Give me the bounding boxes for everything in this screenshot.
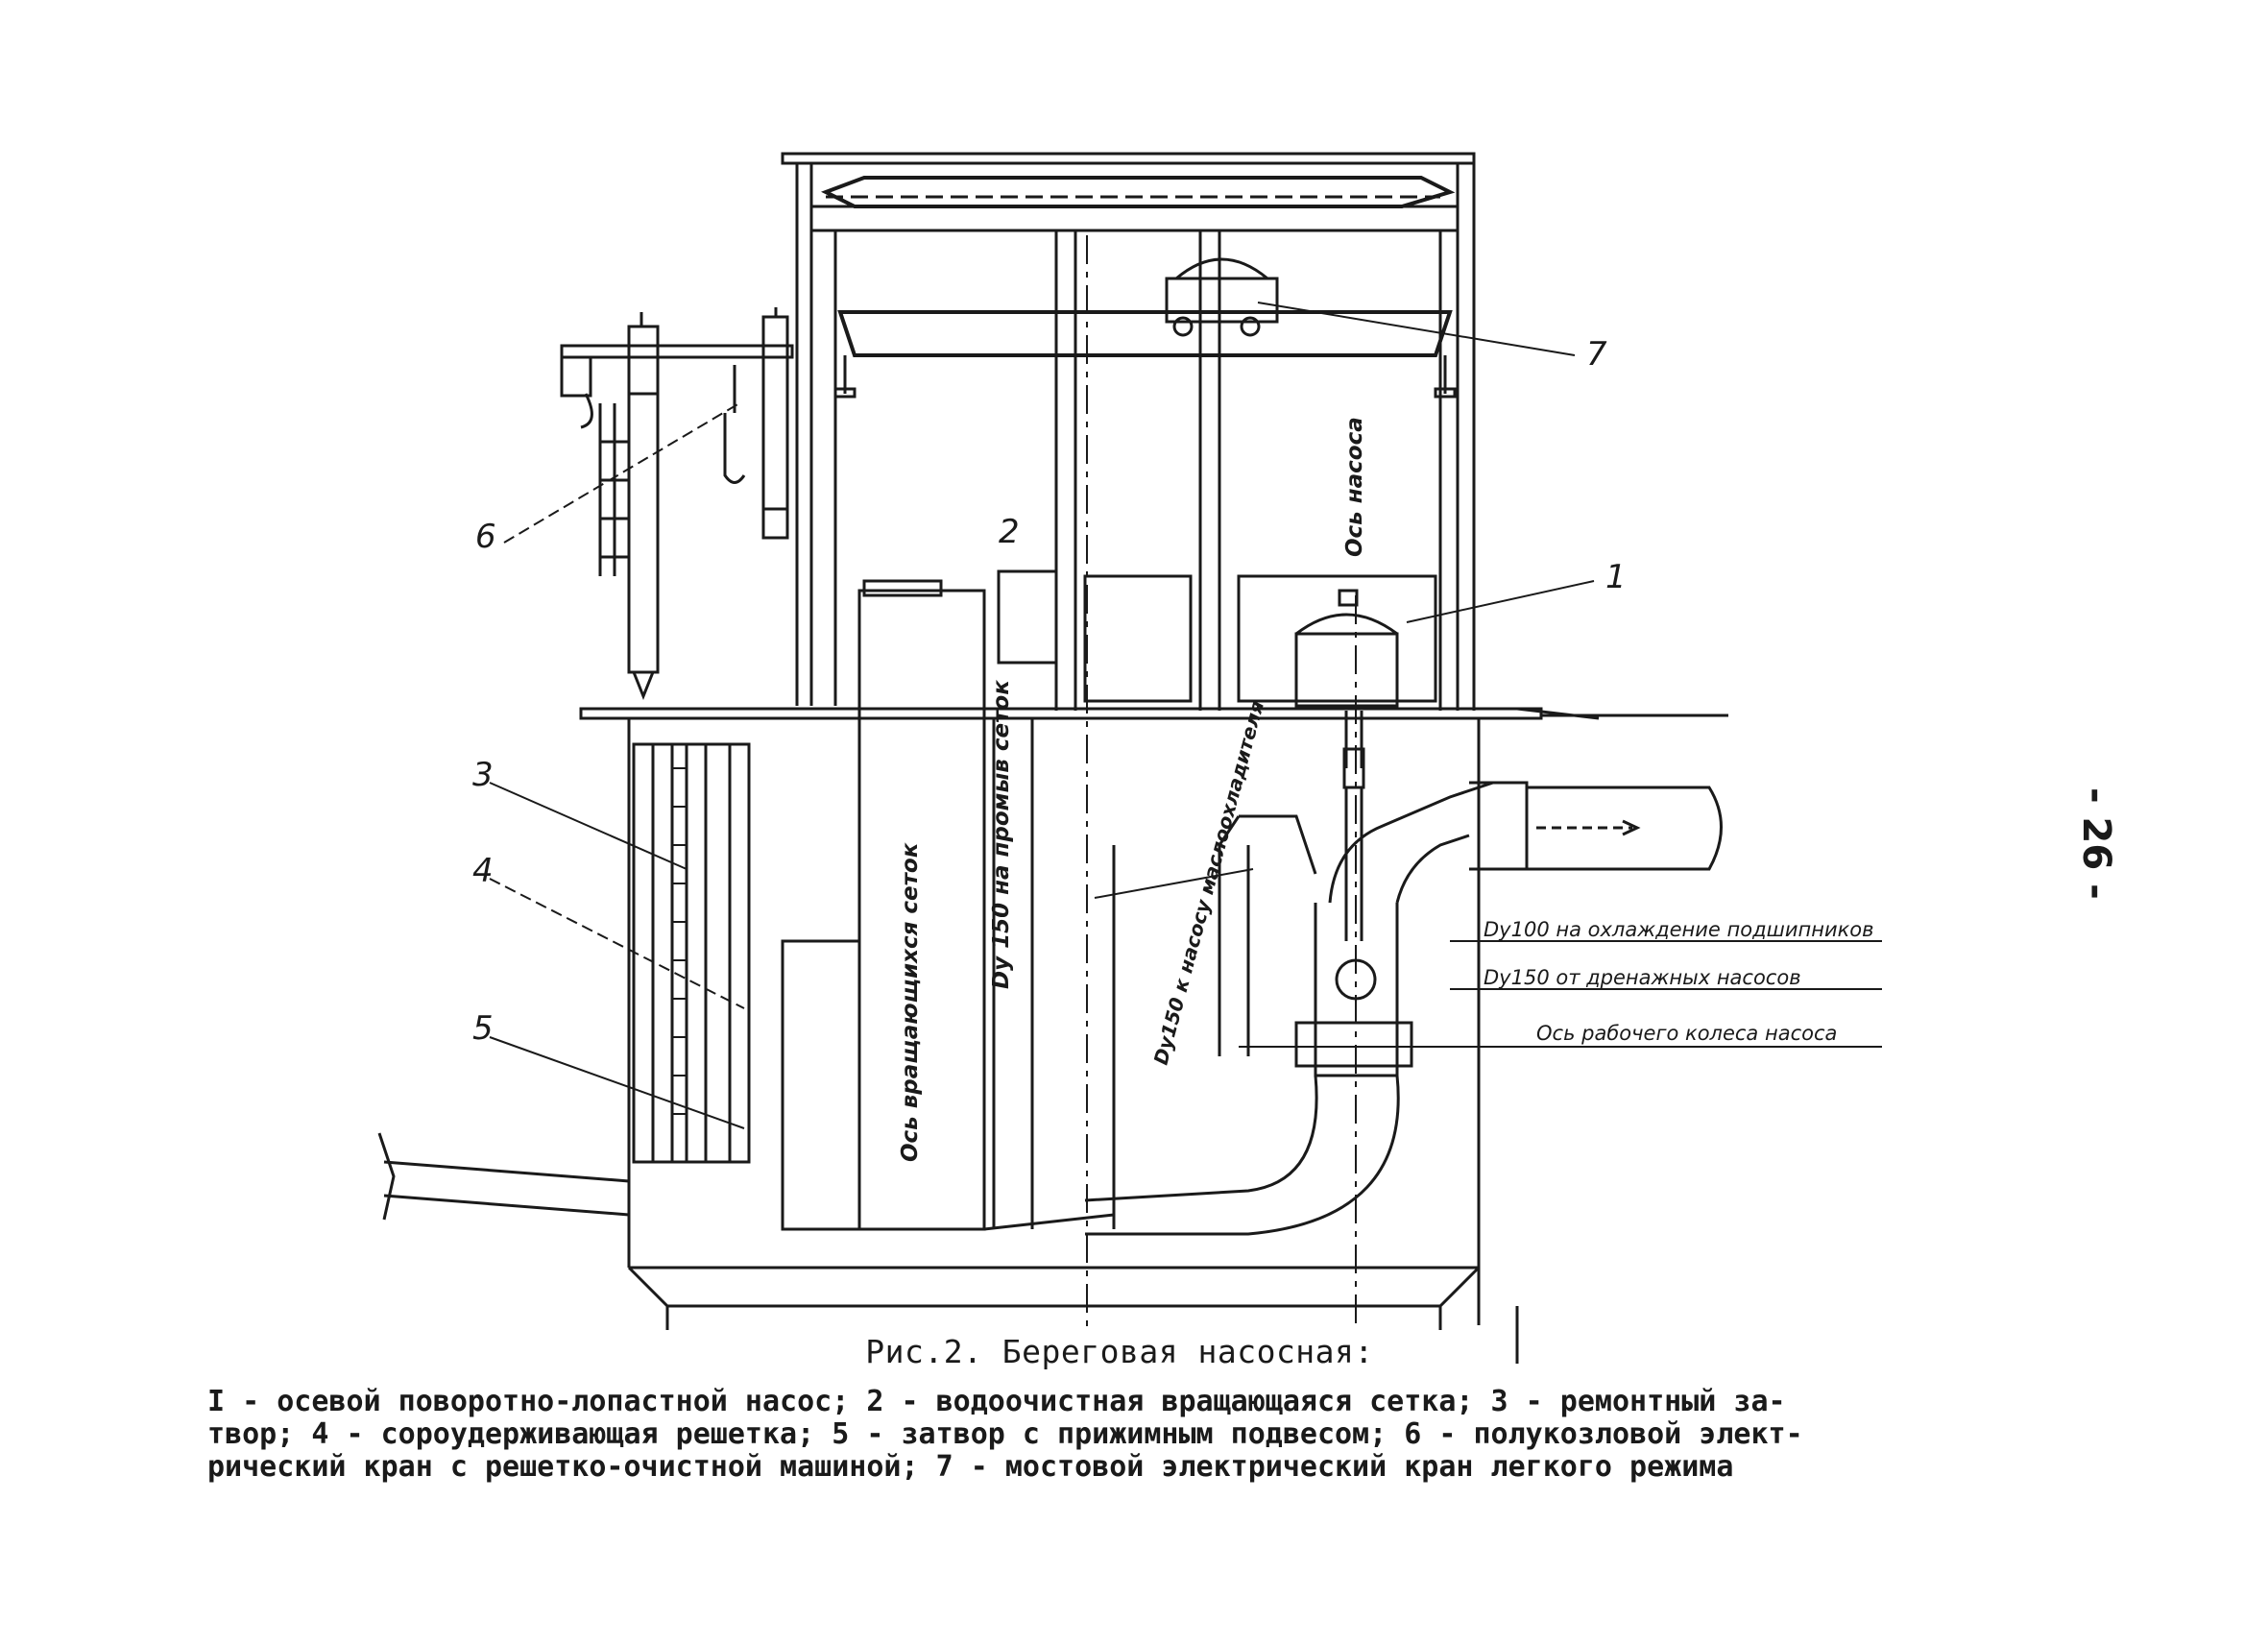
axial-pump	[1084, 589, 1723, 1236]
impeller-axis-label: Ось рабочего колеса насоса	[1536, 1022, 1837, 1045]
caption-title: Рис.2. Береговая насосная:	[865, 1333, 1374, 1370]
callout-4: 4	[472, 852, 494, 890]
bridge-crane	[833, 257, 1457, 399]
callout-6: 6	[475, 518, 496, 556]
caption-line: рический кран с решетко-очистной машиной…	[207, 1450, 1734, 1484]
callout-numbers: 1 2 3 4 5 6 7	[472, 335, 1627, 1048]
callout-7: 7	[1586, 335, 1607, 374]
page-number: - 26 -	[2074, 787, 2118, 900]
callout-1: 1	[1605, 558, 1627, 596]
rotating-screen	[781, 569, 1116, 1231]
caption-line: твор; 4 - сороудерживающая решетка; 5 - …	[207, 1417, 1803, 1451]
drain-pumps-label: Dy150 от дренажных насосов	[1484, 966, 1801, 989]
pump-axis-label: Ось насоса	[1342, 417, 1367, 557]
wash-pipe-label: Dy 150 на промыв сеток	[989, 679, 1014, 989]
gates-and-screens	[632, 742, 751, 1164]
caption-legend: I - осевой поворотно-лопастной насос; 2 …	[207, 1386, 2032, 1484]
screen-axis-label: Ось вращающихся сеток	[898, 841, 923, 1162]
leader-lines	[489, 235, 1882, 1330]
bearing-cooling-label: Dy100 на охлаждение подшипников	[1484, 918, 1874, 941]
figure-caption: Рис.2. Береговая насосная: I - осевой по…	[207, 1333, 2032, 1484]
caption-line: I - осевой поворотно-лопастной насос; 2 …	[207, 1385, 1786, 1418]
callout-5: 5	[472, 1009, 494, 1048]
semi-gantry-crane	[560, 307, 794, 701]
operating-deck	[579, 707, 1728, 720]
callout-2: 2	[999, 513, 1020, 551]
oil-cooler-pipe-label: Dy150 к насосу маслоохладителя	[1149, 698, 1269, 1067]
building-frame	[781, 152, 1476, 711]
intake-chamber	[377, 718, 1519, 1364]
callout-3: 3	[472, 756, 494, 794]
horizontal-labels: Dy100 на охлаждение подшипников Dy150 от…	[1484, 918, 1874, 1045]
